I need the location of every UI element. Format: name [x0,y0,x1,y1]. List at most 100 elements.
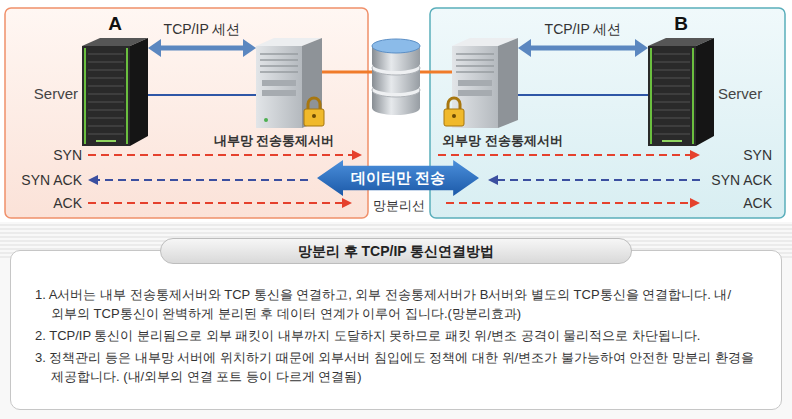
data-transfer-arrow: 데이터만 전송 [317,160,479,196]
server-tower [88,85,124,87]
server-tower [88,133,124,135]
network-panels [430,8,785,218]
illustration [648,38,714,146]
server-letter: B [648,12,714,36]
lock-icon [304,98,324,126]
arrow-body [317,160,479,196]
handshake-arrows [88,154,352,156]
handshake-arrows [498,179,700,181]
lock-icon [448,98,460,110]
text-label: SYN ACK [10,171,82,189]
text-label: 망분리선 [369,197,429,215]
server-tower [88,125,124,127]
bottom-ground [0,222,792,419]
server-tower [88,61,124,63]
description-box: 1. A서버는 내부 전송통제서버와 TCP 통신을 연결하고, 외부 전송통제… [10,250,782,410]
server-tower [88,69,124,71]
handshake-arrows [488,175,498,185]
control-server [264,118,268,122]
handshake-arrows [88,175,98,185]
server-tower [126,48,128,144]
connector-line [148,94,256,96]
arrow-label: 데이터만 전송 [317,160,479,196]
connector-line [530,46,636,51]
arrow-head [635,39,648,57]
server-tower [88,101,124,103]
lock-icon [308,98,320,110]
description-item: 1. A서버는 내부 전송통제서버와 TCP 통신을 연결하고, 외부 전송통제… [35,285,761,323]
handshake-arrows [88,202,342,204]
connector-line [160,46,244,51]
server-letter: A [82,12,148,36]
server-caption: 내부망 전송통제서버 [196,132,352,150]
orange-links [420,71,452,74]
server-tower [88,53,124,55]
server-tower [96,140,116,142]
connector [148,39,256,57]
server-tower [84,48,86,144]
control-server [262,90,296,96]
control-server-node: 내부망 전송통제서버 [256,38,322,128]
server-label: Server [718,84,782,104]
network-panels [5,8,368,218]
server-tower [88,117,124,119]
handshake-arrows [342,198,352,208]
connector-label: TCP/IP 세션 [535,20,631,38]
text-label: ACK [10,194,82,212]
connector-line [518,94,648,96]
server-tower [88,77,124,79]
server-tower [88,93,124,95]
control-server [260,65,298,67]
handshake-arrows [446,202,690,204]
database [372,39,420,115]
control-server [260,54,298,72]
control-server [260,53,298,55]
lock-icon [312,114,316,118]
handshake-arrows [690,150,700,160]
connector [148,95,256,96]
server-tower [82,46,130,146]
server-node: AServer [82,40,148,146]
control-server [256,46,302,128]
database [372,39,420,53]
arrow-head [518,39,531,57]
server-node: BServer [648,40,714,146]
connector [518,95,648,96]
lock-icon [444,109,464,126]
control-server-node: 외부망 전송통제서버 [452,38,518,128]
lock-icon [304,109,324,126]
lock-icon [444,98,464,126]
lock-icon [452,114,456,118]
server-tower [88,54,124,134]
bottom-ground [0,222,792,419]
heading-text: 망분리 후 TCP/IP 통신연결방법 [161,239,631,263]
text-label: SYN [10,146,82,164]
server-label: Server [14,84,78,104]
arrow-head [148,39,161,57]
database [372,101,420,115]
description-item: 2. TCP/IP 통신이 분리됨으로 외부 패킷이 내부까지 도달하지 못하므… [35,326,761,345]
text-label: ACK [700,194,772,212]
text-label: SYN ACK [700,171,772,189]
handshake-arrows [690,198,700,208]
server-tower [82,38,148,146]
server-caption: 외부망 전송통제서버 [442,132,582,150]
text-label: SYN [700,146,772,164]
server-tower [88,109,124,111]
database [372,57,420,71]
control-server [260,71,298,73]
control-server [260,59,298,61]
section-heading: 망분리 후 TCP/IP 통신연결방법 [160,238,632,264]
network-panels [5,8,785,218]
connector [518,39,648,57]
database [372,79,420,93]
orange-links [322,71,372,74]
handshake-arrows [438,154,690,156]
handshake-arrows [352,150,362,160]
description-item: 3. 정책관리 등은 내부망 서버에 위치하기 때문에 외부서버 침입에도 정책… [35,348,761,386]
control-server [262,80,296,86]
connector-label: TCP/IP 세션 [154,20,250,38]
arrow-head [243,39,256,57]
server-tower [130,38,148,146]
